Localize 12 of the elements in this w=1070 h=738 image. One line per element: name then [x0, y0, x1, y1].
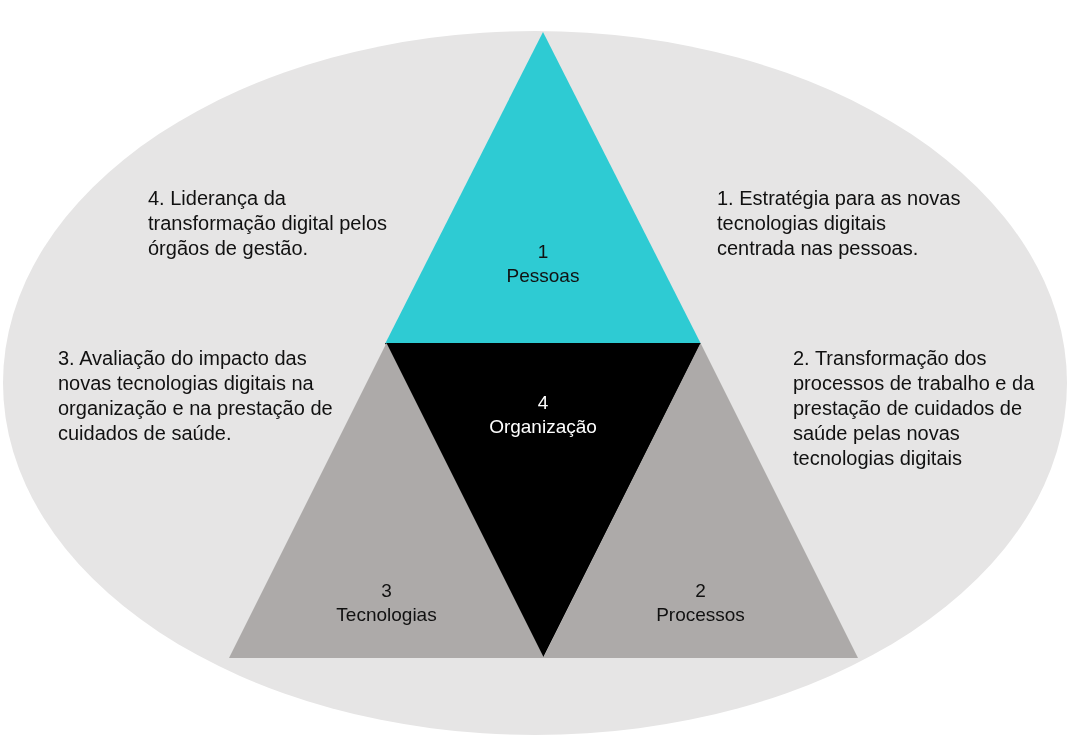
node-number: 2 — [695, 579, 706, 603]
node-number: 1 — [537, 240, 549, 264]
node-label: Tecnologias — [336, 603, 437, 627]
node-number: 4 — [537, 391, 549, 415]
node-label: Pessoas — [506, 264, 580, 288]
description-text: 2. Transformação dos processos de trabalho e da prestação de cuidados de saúde pelas novas tecnologias digitais — [793, 346, 1036, 471]
description-text: 1. Estratégia para as novas tecnologias digitais centrada nas pessoas. — [717, 186, 962, 261]
node-label: Organização — [489, 415, 597, 439]
node-label: Processos — [656, 603, 745, 627]
node-number: 3 — [381, 579, 392, 603]
description-text: 3. Avaliação do impacto das novas tecnologias digitais na organização e na prestação de cuidados de saúde. — [58, 346, 334, 446]
description-text: 4. Liderança da transformação digital pelos órgãos de gestão. — [148, 186, 388, 261]
